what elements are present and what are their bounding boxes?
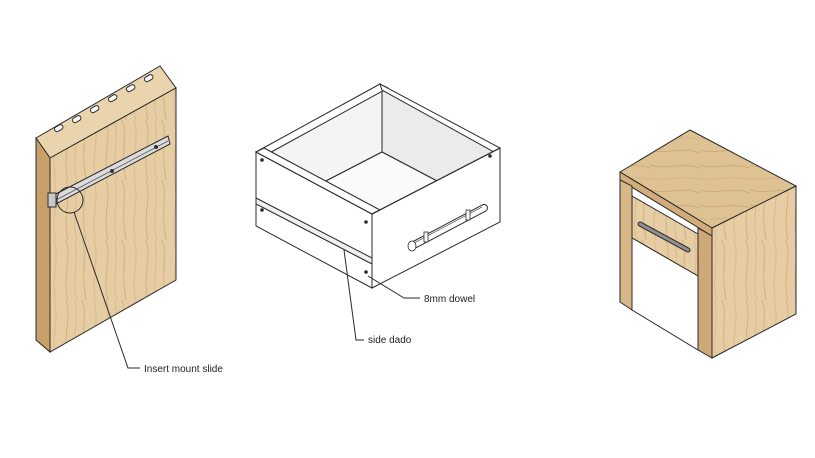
panel-side-edge <box>35 136 51 354</box>
drawer-figure <box>254 82 501 289</box>
dowel-label: 8mm dowel <box>424 294 475 305</box>
side-dado-groove <box>255 197 373 265</box>
side-panel-figure <box>35 65 177 354</box>
slide-callout-circle <box>56 186 84 214</box>
nightstand-left-side <box>619 179 633 311</box>
side-dado-label: side dado <box>368 335 412 346</box>
insert-mount-slide-label: Insert mount slide <box>144 364 223 375</box>
dowel-leader <box>367 275 420 299</box>
dowel-holes <box>53 74 154 133</box>
dowel-dots <box>260 154 492 274</box>
insert-slide-leader <box>73 211 140 369</box>
nightstand-figure <box>619 129 798 359</box>
nightstand-handle <box>637 221 691 253</box>
drawer-slide <box>47 135 171 208</box>
drawer-handle <box>407 204 488 252</box>
side-dado-leader <box>343 249 364 341</box>
nightstand-open-space <box>631 237 699 351</box>
